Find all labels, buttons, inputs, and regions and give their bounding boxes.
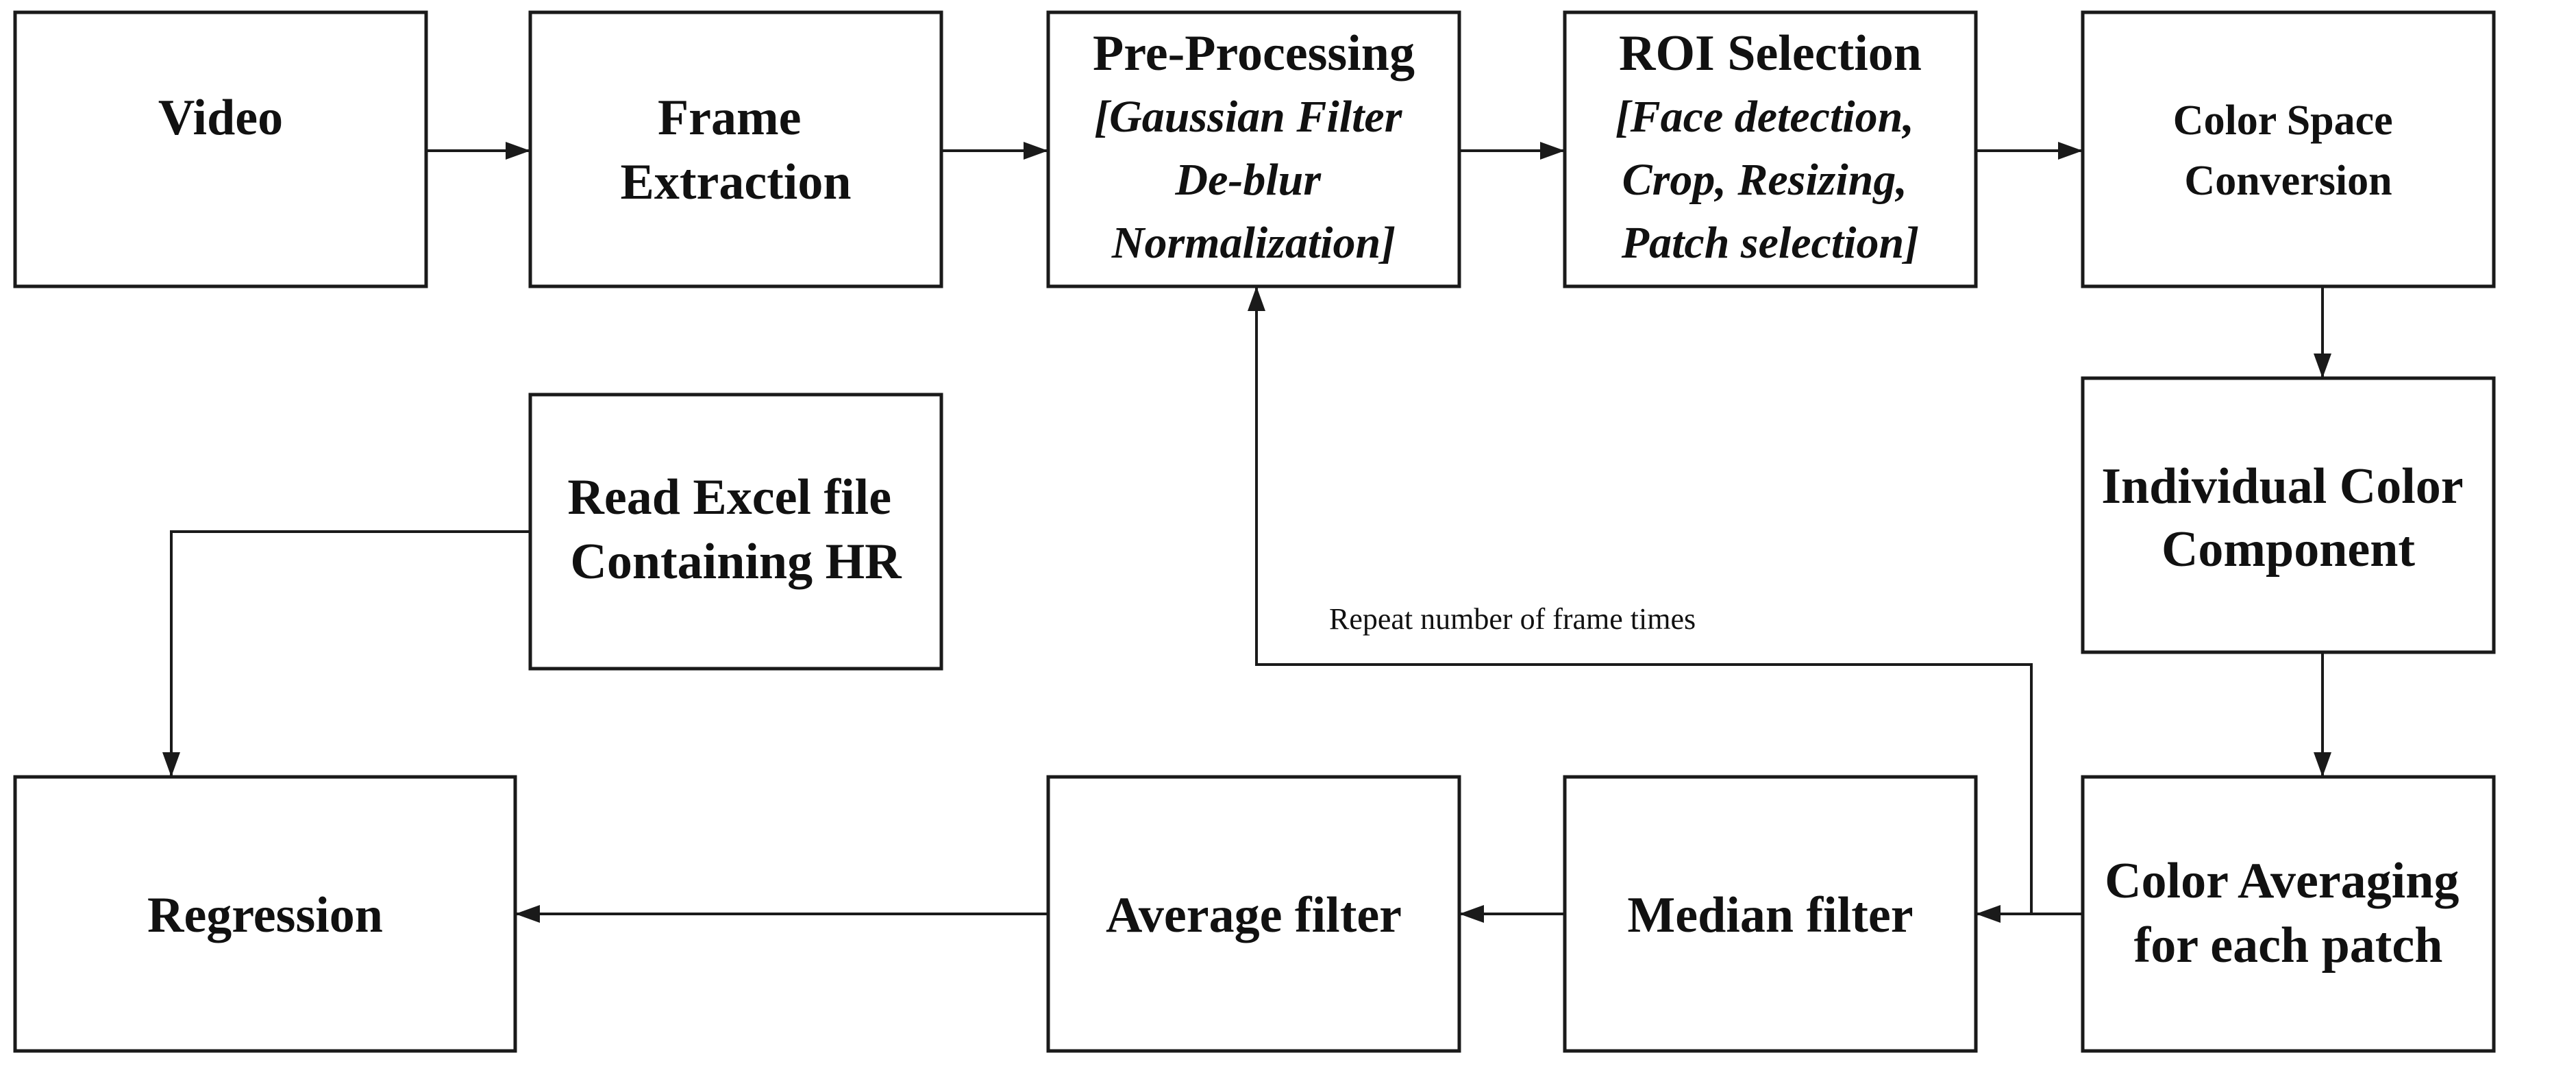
color-averaging-box: Color Averaging for each patch	[2081, 775, 2496, 1053]
loop-label: Repeat number of frame times	[1329, 602, 1696, 636]
regression-label: Regression	[147, 887, 383, 943]
individual-color-component-box: Individual Color Component	[2081, 376, 2496, 654]
average-filter-box: Average filter	[1046, 775, 1461, 1053]
pre-processing-label: Pre-Processing	[1093, 25, 1415, 82]
median-filter-label: Median filter	[1627, 887, 1913, 943]
frame-extraction-box: Frame Extraction	[528, 10, 943, 288]
average-filter-label: Average filter	[1106, 887, 1402, 943]
color-space-conversion-label: Color Space Conversion	[2173, 97, 2403, 204]
color-averaging-label: Color Averaging for each patch	[2105, 853, 2472, 974]
regression-box: Regression	[13, 775, 517, 1053]
read-excel-label: Read Excel file Containing HR	[567, 469, 904, 590]
roi-selection-label: ROI Selection	[1619, 25, 1922, 82]
video-label: Video	[158, 90, 283, 146]
read-excel-box: Read Excel file Containing HR	[528, 393, 943, 671]
roi-selection-box: ROI Selection [Face detection, Crop, Res…	[1563, 10, 1978, 288]
pre-processing-details: [Gaussian Filter De-blur Normalization]	[1094, 92, 1413, 268]
loop-arrow-repeat-to-pre-processing	[1248, 286, 2033, 914]
arrow-read-excel-to-regression	[162, 530, 530, 777]
frame-extraction-label: Frame Extraction	[620, 90, 851, 210]
color-space-conversion-box: Color Space Conversion	[2081, 10, 2496, 288]
pre-processing-box: Pre-Processing [Gaussian Filter De-blur …	[1046, 10, 1461, 288]
median-filter-box: Median filter	[1563, 775, 1978, 1053]
roi-selection-details: [Face detection, Crop, Resizing, Patch s…	[1615, 92, 1926, 268]
video-box: Video	[13, 10, 428, 288]
individual-color-component-label: Individual Color Component	[2101, 458, 2475, 578]
